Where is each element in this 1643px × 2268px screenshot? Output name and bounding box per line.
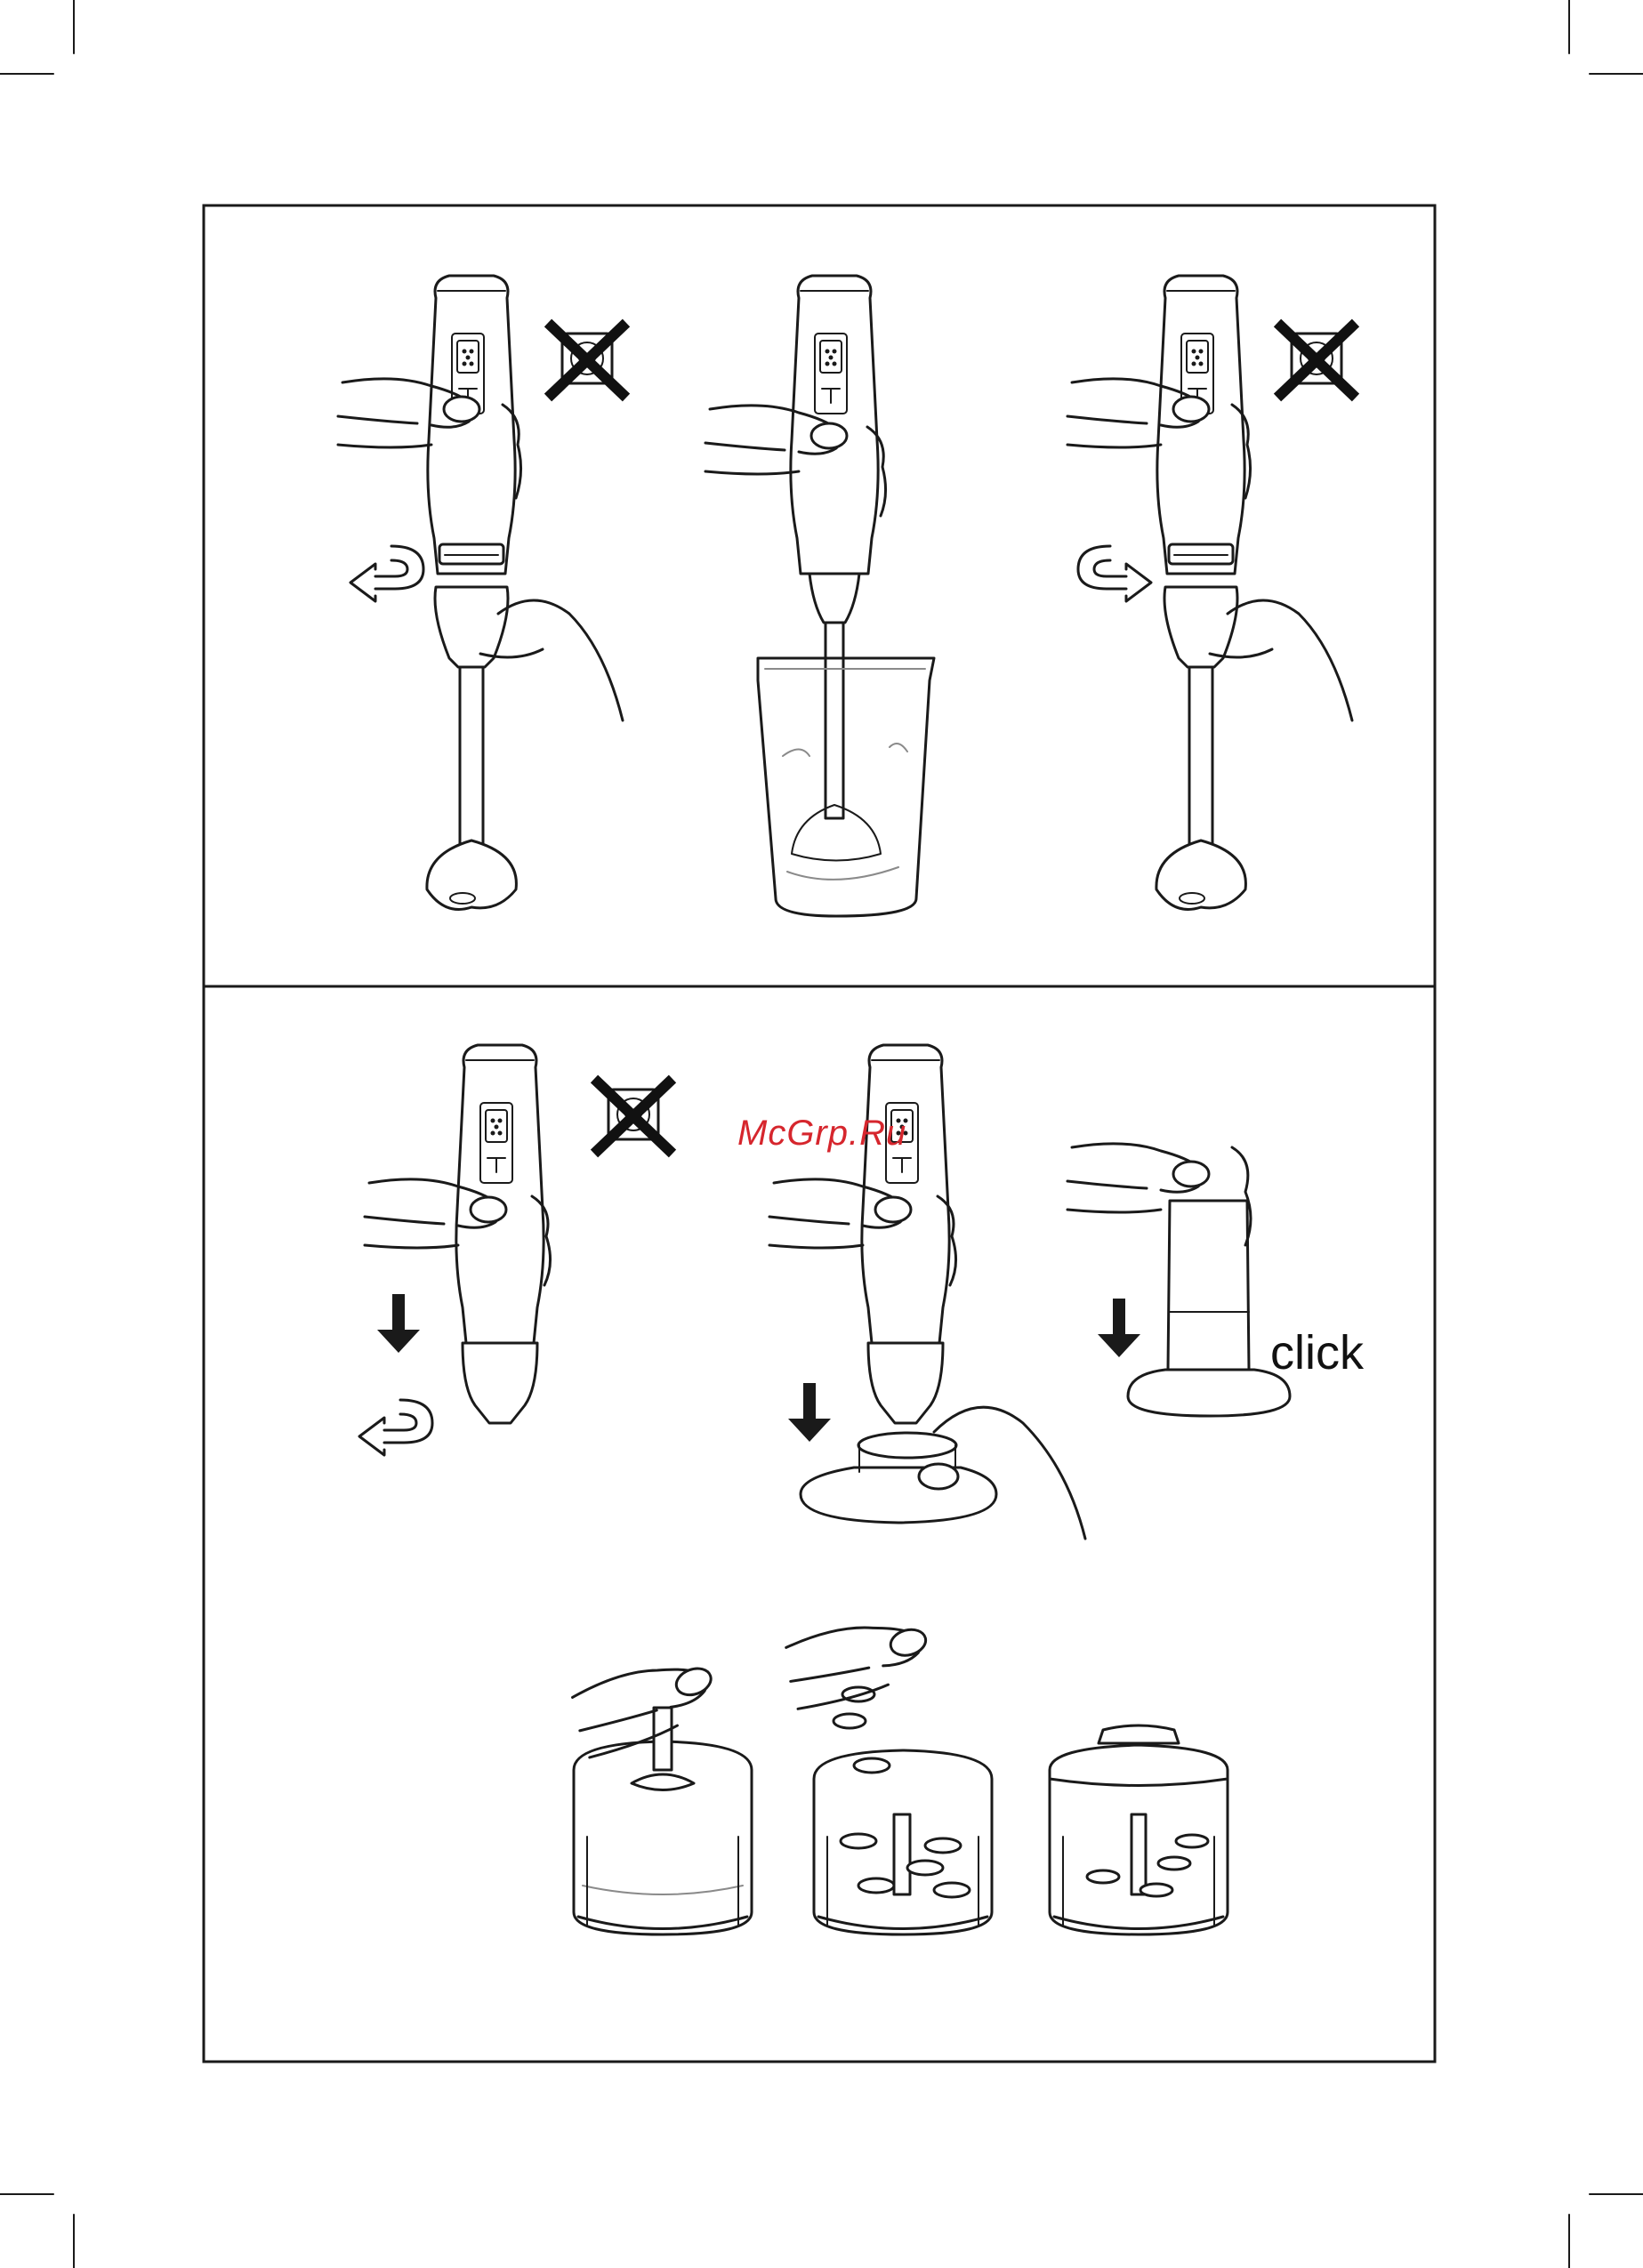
- rotate-cw-arrow-icon: [1078, 546, 1151, 601]
- down-arrow-icon: [788, 1383, 831, 1442]
- step-add-food: [781, 1609, 992, 1934]
- rotate-ccw-arrow-icon: [350, 546, 423, 601]
- step-chopper-assembled: [1050, 1725, 1228, 1934]
- step-lid-click: [1067, 1144, 1290, 1416]
- down-arrow-icon: [377, 1294, 420, 1353]
- unplug-warning-icon: [594, 1079, 673, 1154]
- hand-icon: [781, 1609, 936, 1712]
- unplug-warning-icon: [548, 323, 626, 398]
- step-remove-motor-unit: [359, 1045, 673, 1455]
- down-arrow-icon: [1098, 1299, 1140, 1357]
- step-blend-in-beaker: [705, 276, 934, 916]
- rotate-ccw-arrow-icon: [359, 1400, 432, 1455]
- step-detach-blender-foot: [338, 276, 626, 910]
- step-insert-blade: [567, 1647, 752, 1934]
- watermark-text: McGrp.Ru: [737, 1114, 906, 1154]
- step-attach-blender-foot: [1067, 276, 1356, 910]
- unplug-warning-icon: [1277, 323, 1356, 398]
- chopper-bowl-icon: [1050, 1725, 1228, 1934]
- beaker-icon: [758, 658, 934, 916]
- click-label: click: [1270, 1325, 1364, 1380]
